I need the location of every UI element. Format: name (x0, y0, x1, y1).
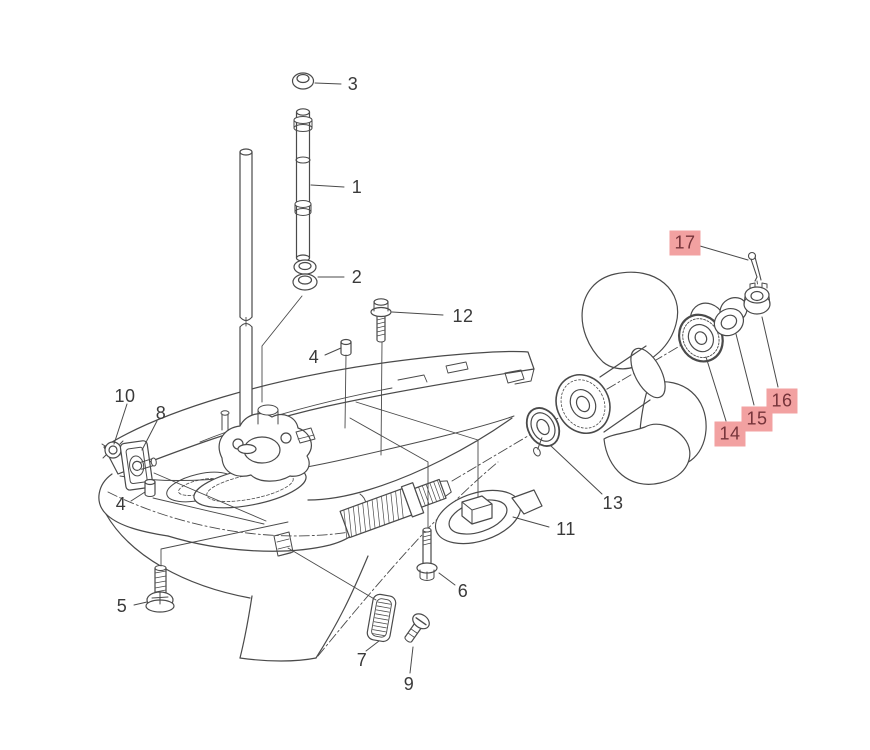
part-callout-16-highlighted[interactable]: 16 (766, 388, 798, 414)
part-callout-4[interactable]: 4 (115, 494, 127, 514)
part-callout-6[interactable]: 6 (457, 581, 469, 601)
part-callout-12[interactable]: 12 (452, 306, 474, 326)
part-callout-3[interactable]: 3 (347, 74, 359, 94)
part-drawing-seal-rings (292, 259, 318, 291)
propeller-drawing (555, 271, 707, 485)
part-callout-9[interactable]: 9 (403, 674, 415, 694)
part-drawing-nut-10 (101, 440, 125, 459)
water-pump-drawing (193, 404, 316, 509)
part-callout-2[interactable]: 2 (351, 267, 363, 287)
part-callout-13[interactable]: 13 (602, 493, 624, 513)
part-callout-7[interactable]: 7 (356, 650, 368, 670)
part-drawing-pin-4-lower (144, 478, 156, 497)
part-drawing-cotter-pin-17 (747, 251, 762, 282)
part-drawing-bushing (291, 72, 315, 90)
part-drawing-washer-13 (525, 407, 561, 457)
part-callout-14-highlighted[interactable]: 14 (714, 421, 746, 447)
part-drawing-anode-11 (434, 489, 543, 545)
part-drawing-nut-16 (743, 282, 771, 315)
part-drawing-screw-5 (145, 565, 175, 613)
part-drawing-plate-8 (119, 440, 157, 491)
gearcase-housing-drawing (98, 350, 535, 662)
part-callout-1[interactable]: 1 (351, 177, 363, 197)
part-drawing-bolt-12 (370, 298, 392, 343)
part-callout-5[interactable]: 5 (116, 596, 128, 616)
leader-lines (113, 82, 779, 674)
part-callout-11[interactable]: 11 (556, 519, 576, 539)
part-callout-10[interactable]: 10 (114, 386, 136, 406)
part-callout-4[interactable]: 4 (308, 347, 320, 367)
part-drawing-grate-7 (366, 593, 397, 643)
drive-shaft-drawing (239, 148, 253, 446)
propeller-shaft-drawing (339, 478, 452, 539)
part-drawing-screw-9 (404, 613, 430, 643)
part-drawing-water-tube (293, 108, 313, 262)
part-callout-17-highlighted[interactable]: 17 (669, 230, 701, 256)
part-callout-8[interactable]: 8 (155, 403, 167, 423)
assembly-lines (152, 295, 479, 601)
part-drawing-bolt-6 (416, 527, 438, 581)
